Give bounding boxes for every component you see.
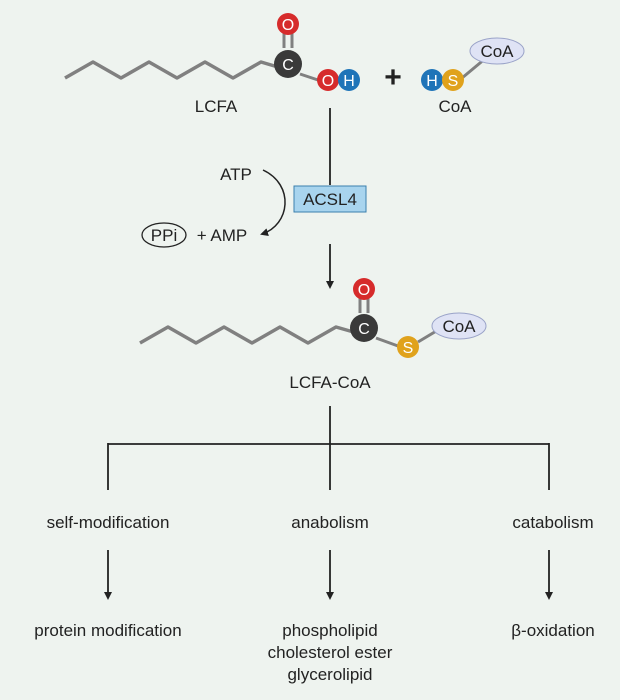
acsl4-enzyme-box xyxy=(293,185,367,213)
branch-anabolism-outcome-3: glycerolipid xyxy=(287,665,372,684)
coa-group-label: CoA xyxy=(480,42,514,61)
lcfa-label: LCFA xyxy=(195,97,238,116)
plus-sign: + xyxy=(384,61,402,94)
coa-group-oval xyxy=(469,37,525,65)
lcfa-carbon-chain xyxy=(64,60,289,80)
lcfa-coa-carbon-atom xyxy=(350,314,378,342)
lcfa-coa-c-s-bond xyxy=(375,336,399,348)
lcfa-coa-carbon-chain xyxy=(139,325,365,345)
lcfa-coa-sulfur-letter: S xyxy=(403,340,414,357)
amp-label: + AMP xyxy=(197,226,248,245)
lcfa-coa-oxygen-letter: O xyxy=(358,282,370,299)
branch-self-modification-category: self-modification xyxy=(47,513,170,532)
coa-sulfur-atom xyxy=(442,69,464,91)
branch-catabolism-category: catabolism xyxy=(512,513,593,532)
coa-hydrogen-letter: H xyxy=(426,73,438,90)
lcfa-coa-oxygen-atom xyxy=(353,278,375,300)
lcfa-hydroxyl-oxygen xyxy=(317,69,339,91)
lcfa-hydroxyl-hydrogen-letter: H xyxy=(343,73,355,90)
lcfa-coa-carbon-letter: C xyxy=(358,321,370,338)
lcfa-carbon-atom xyxy=(274,50,302,78)
lcfa-carbonyl-oxygen xyxy=(277,13,299,35)
lcfa-c-o-bond xyxy=(299,72,319,82)
branch-catabolism-outcome: β-oxidation xyxy=(511,621,595,640)
lcfa-hydroxyl-oxygen-letter: O xyxy=(322,73,334,90)
acsl4-enzyme-label: ACSL4 xyxy=(303,190,357,209)
ppi-oval xyxy=(141,222,187,248)
lcfa-coa-label: LCFA-CoA xyxy=(289,373,371,392)
branch-anabolism-outcome-1: phospholipid xyxy=(282,621,377,640)
lcfa-carbon-letter: C xyxy=(282,57,294,74)
lcfa-carbonyl-oxygen-letter: O xyxy=(282,17,294,34)
coa-label: CoA xyxy=(438,97,472,116)
branch-anabolism-outcome-2: cholesterol ester xyxy=(268,643,393,662)
branch-self-modification-outcome: protein modification xyxy=(34,621,181,640)
coa-hydrogen-atom xyxy=(421,69,443,91)
lcfa-coa-sulfur-atom xyxy=(397,336,419,358)
lcfa-coa-group-label: CoA xyxy=(442,317,476,336)
branch-anabolism-category: anabolism xyxy=(291,513,369,532)
ppi-label: PPi xyxy=(151,226,177,245)
atp-label: ATP xyxy=(220,165,252,184)
lcfa-hydroxyl-hydrogen xyxy=(338,69,360,91)
coa-sulfur-letter: S xyxy=(448,73,459,90)
atp-to-amp-curved-arrow xyxy=(260,169,286,236)
lcfa-coa-group-oval xyxy=(431,312,487,340)
